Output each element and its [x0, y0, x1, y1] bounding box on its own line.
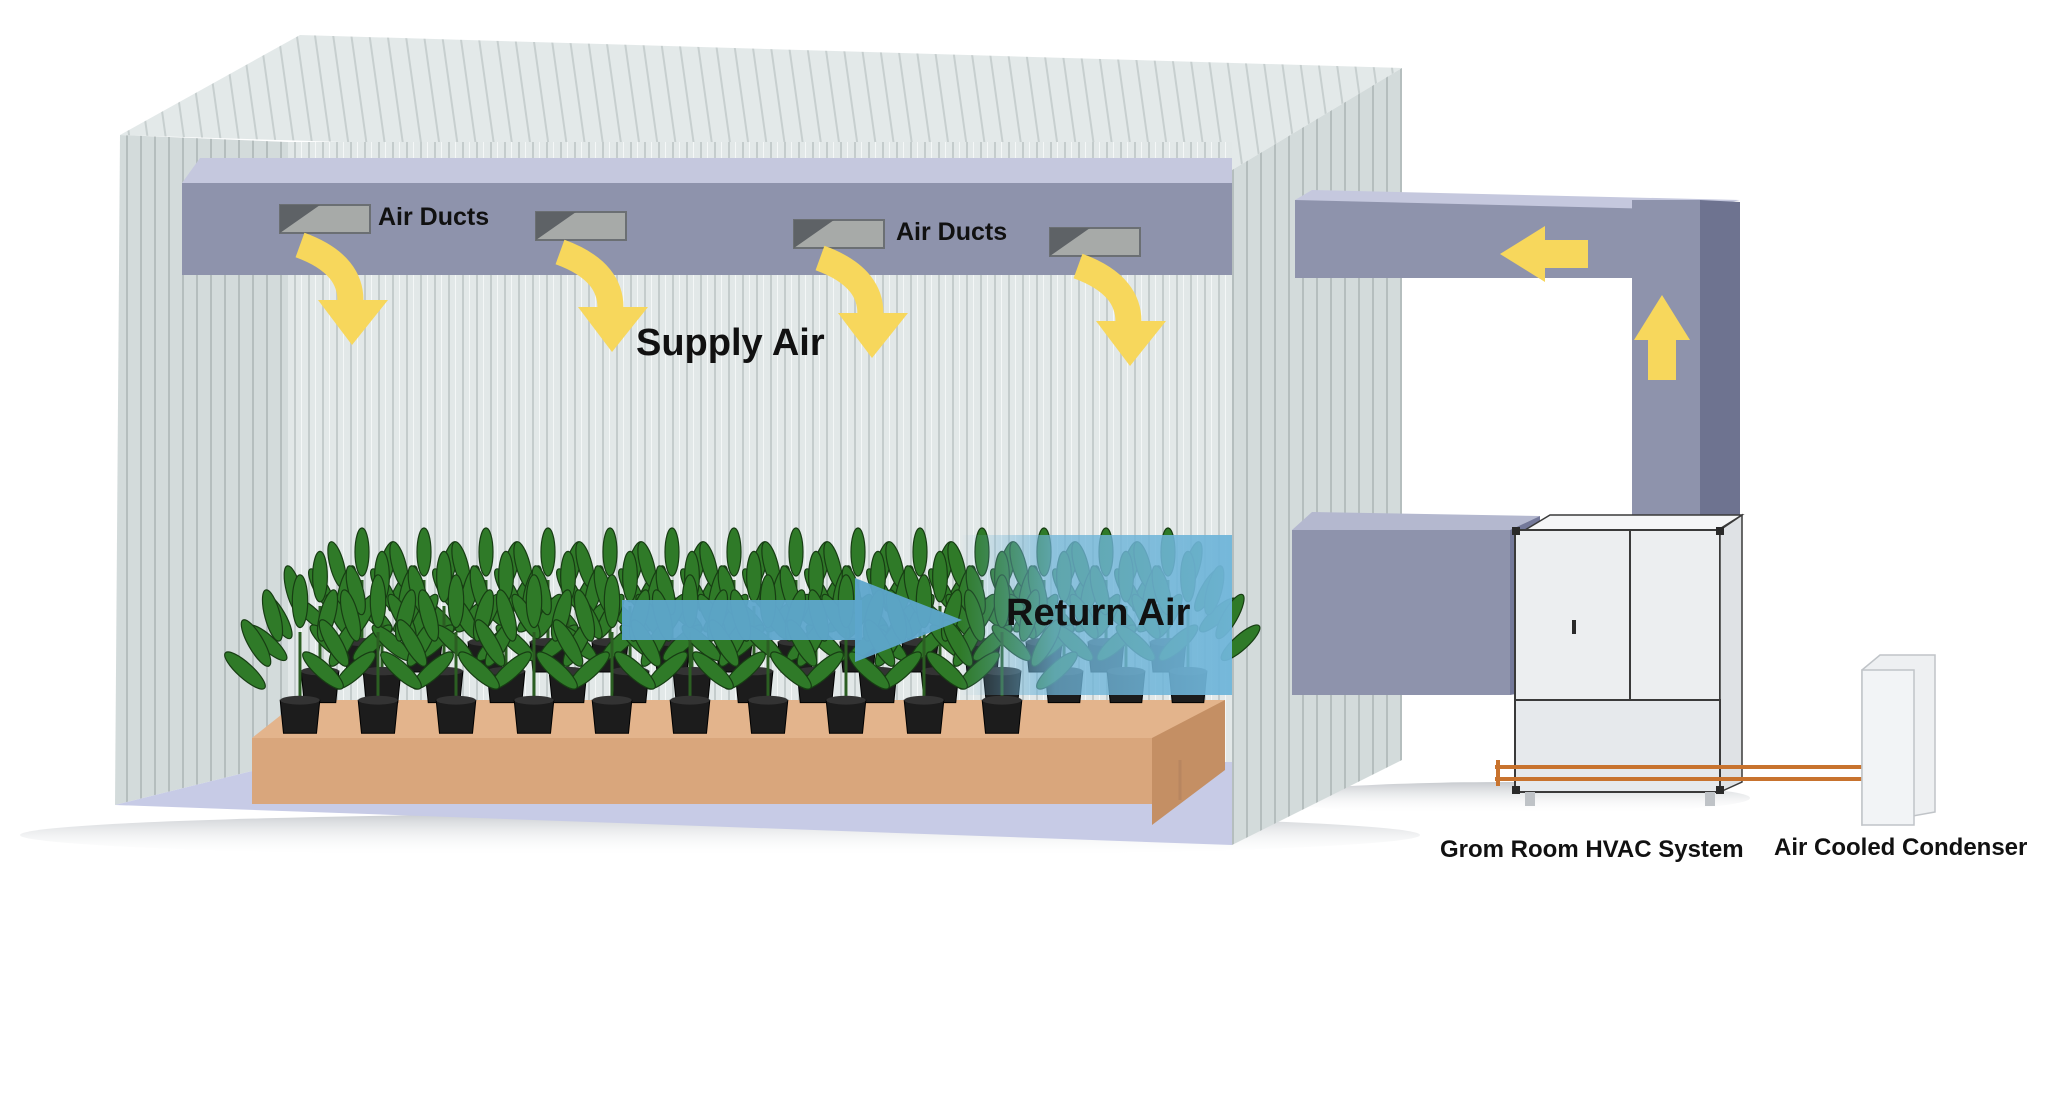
room-roof: [120, 35, 1402, 170]
plant: [302, 574, 454, 734]
hvac-system-label: Grom Room HVAC System: [1440, 836, 1744, 863]
duct-vent: [535, 211, 627, 241]
duct-vent: [279, 204, 371, 234]
grow-bench-side: [1152, 700, 1225, 825]
curved-arrow-down-icon: [555, 239, 648, 352]
supply-air-label: Supply Air: [636, 322, 825, 364]
return-air-arrow-icon: [622, 578, 962, 662]
return-plenum-top: [1292, 512, 1540, 530]
duct-vent: [793, 219, 885, 249]
return-air-label: Return Air: [1006, 592, 1191, 634]
plant: [536, 574, 688, 734]
external-duct-top: [1295, 190, 1740, 210]
arrow-up-icon: [1634, 295, 1690, 380]
air-cooled-condenser: [1861, 654, 1936, 826]
supply-duct-top: [182, 158, 1232, 183]
condenser-label: Air Cooled Condenser: [1774, 834, 2028, 861]
hvac-unit: [1512, 513, 1745, 806]
supply-air-arrows: [295, 232, 1166, 366]
curved-arrow-down-icon: [295, 232, 388, 345]
external-duct-side: [1700, 200, 1740, 530]
room-right-wall: [1232, 68, 1402, 845]
curved-arrow-down-icon: [1073, 253, 1166, 366]
air-ducts-label-2: Air Ducts: [896, 218, 1008, 246]
air-ducts-label-1: Air Ducts: [378, 203, 490, 231]
curved-arrow-down-icon: [815, 245, 908, 358]
grow-bench-front: [252, 738, 1152, 804]
arrow-left-icon: [1500, 226, 1588, 282]
duct-vents: [279, 204, 1141, 257]
return-plenum: [1292, 530, 1510, 695]
grow-bench-top: [252, 700, 1225, 738]
duct-vent: [1049, 227, 1141, 257]
return-air-zone: [960, 535, 1232, 695]
